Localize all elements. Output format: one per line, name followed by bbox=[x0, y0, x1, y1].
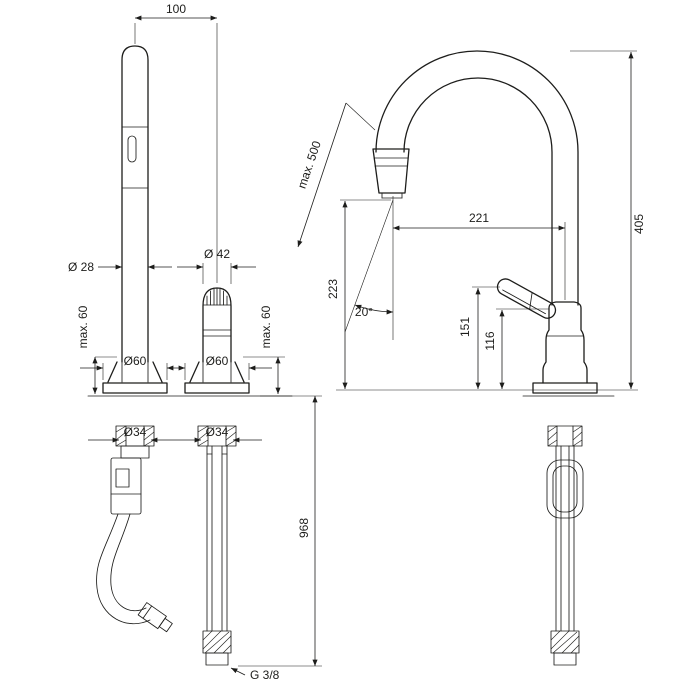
dim-thread-size: G 3/8 bbox=[230, 667, 280, 682]
side-view: max. 500 223 20° 221 405 bbox=[295, 50, 646, 666]
dim-label-body-height: 116 bbox=[483, 331, 497, 350]
lever-handle bbox=[496, 278, 557, 319]
dim-label-hole-spacing: 100 bbox=[166, 2, 186, 16]
dim-label-handle-diameter: Ø 42 bbox=[204, 247, 230, 261]
spout-pipe-front bbox=[121, 45, 149, 383]
handle-knurl bbox=[206, 288, 228, 306]
dim-shank-diameters: Ø34 Ø34 bbox=[88, 425, 262, 443]
dim-body-height: 116 bbox=[483, 308, 549, 389]
dim-label-total-height: 405 bbox=[632, 214, 646, 234]
dim-label-shank-diameter-left: Ø34 bbox=[124, 425, 147, 439]
dim-handle-diameter: Ø 42 bbox=[177, 247, 256, 284]
check-valve-and-hose bbox=[96, 445, 173, 633]
base-plate-side bbox=[522, 382, 615, 397]
dim-spout-diameter: Ø 28 bbox=[68, 260, 172, 274]
dim-max-thickness-right: max. 60 bbox=[243, 305, 285, 394]
dim-label-spout-diameter: Ø 28 bbox=[68, 260, 94, 274]
dim-base-diameters: Ø60 Ø60 bbox=[80, 354, 272, 380]
hose-outer-edge bbox=[96, 513, 151, 625]
dim-total-height: 405 bbox=[570, 50, 646, 389]
shank-side bbox=[546, 425, 584, 666]
dim-label-max-thickness-right: max. 60 bbox=[259, 305, 273, 348]
dim-lever-height: 151 bbox=[458, 286, 500, 389]
faucet-body-side bbox=[542, 301, 588, 384]
thread-end-side bbox=[550, 630, 580, 666]
dim-spout-reach: 221 bbox=[393, 211, 566, 300]
dim-label-shank-diameter-right: Ø34 bbox=[206, 425, 229, 439]
spout-outlet-slot bbox=[127, 135, 137, 163]
dim-label-lever-height: 151 bbox=[458, 317, 472, 337]
front-view: 100 Ø 28 Ø 42 max. 60 max. 60 bbox=[68, 2, 322, 682]
mounting-nut-left bbox=[115, 425, 155, 447]
handle-column-front bbox=[202, 287, 232, 383]
supply-pipes-front bbox=[202, 445, 232, 666]
mounting-nut-right bbox=[197, 425, 237, 447]
base-plate-right bbox=[184, 361, 250, 394]
dim-hose-length: 968 bbox=[238, 395, 322, 667]
hose-end-fitting bbox=[137, 602, 173, 633]
spray-head bbox=[372, 148, 410, 199]
dim-hole-spacing: 100 bbox=[134, 2, 218, 283]
dim-pullout-length: max. 500 bbox=[295, 102, 376, 248]
dim-label-base-diameter-right: Ø60 bbox=[206, 354, 229, 368]
dim-max-thickness-left: max. 60 bbox=[76, 305, 117, 394]
dim-label-spout-outlet-height: 223 bbox=[326, 279, 340, 299]
gooseneck-spout bbox=[375, 50, 579, 306]
dim-label-spray-angle: 20° bbox=[355, 305, 373, 319]
dim-label-thread-size: G 3/8 bbox=[250, 668, 280, 682]
dim-spray-angle: 20° bbox=[344, 196, 394, 340]
dim-spout-outlet-height: 223 bbox=[326, 199, 391, 389]
dim-label-hose-length: 968 bbox=[297, 518, 311, 538]
hose-guide-clip bbox=[546, 459, 584, 519]
dim-label-base-diameter-left: Ø60 bbox=[124, 354, 147, 368]
thread-end-front bbox=[202, 630, 232, 666]
dim-label-max-thickness-left: max. 60 bbox=[76, 305, 90, 348]
dim-label-spout-reach: 221 bbox=[469, 211, 489, 225]
hose-inner-edge bbox=[110, 513, 147, 612]
base-plate-left bbox=[102, 361, 168, 394]
